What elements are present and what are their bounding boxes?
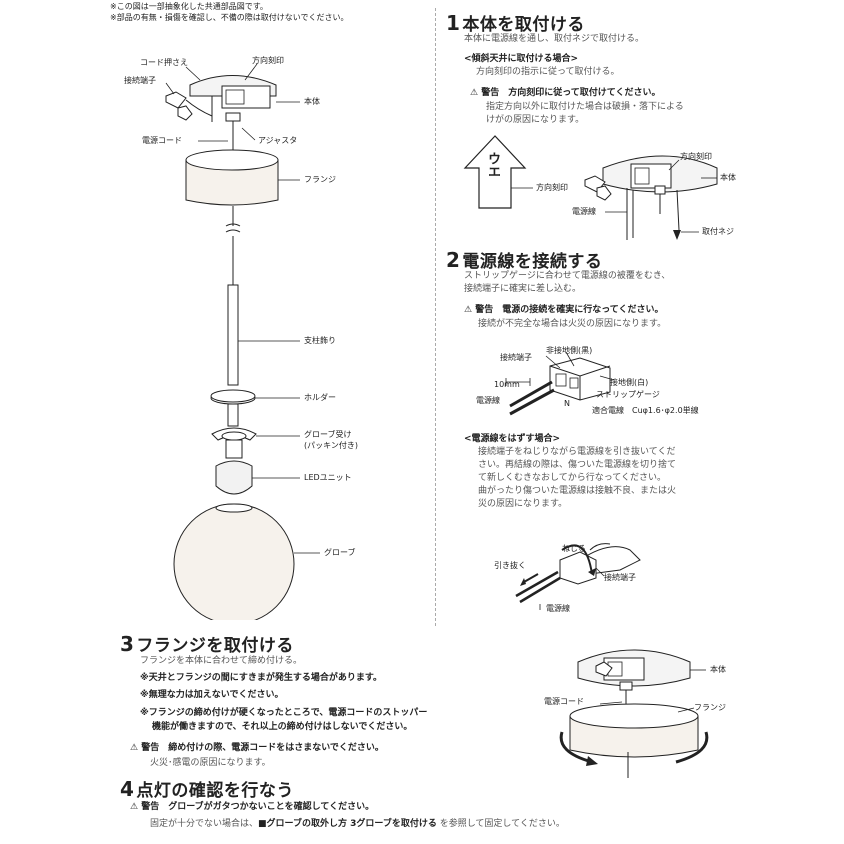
label-column-cover: 支柱飾り xyxy=(304,336,336,345)
step3-note-3a: ※フランジの締め付けが硬くなったところで、電源コードのストッパー xyxy=(140,708,428,718)
step1-label-screw: 取付ネジ xyxy=(702,227,734,236)
label-direction-mark: 方向刻印 xyxy=(252,56,284,65)
label-power-cord: 電源コード xyxy=(142,136,182,145)
warning-icon: ⚠ xyxy=(470,88,482,98)
warning-icon: ⚠ xyxy=(130,802,142,812)
step1-desc: 本体に電源線を通し、取付ネジで取付ける。 xyxy=(464,34,645,44)
step2-label-ground: 接地側(白) xyxy=(610,378,649,387)
label-globe-holder: グローブ受け xyxy=(304,430,352,439)
step3-warning-desc: 火災･感電の原因になります。 xyxy=(150,758,271,768)
step1-sub-heading: <傾斜天井に取付ける場合> xyxy=(464,54,579,64)
label-adjuster: アジャスタ xyxy=(258,136,298,145)
column-divider xyxy=(435,8,436,626)
step2-label-power-wire: 電源線 xyxy=(476,396,500,405)
step4-desc: 固定が十分でない場合は、■グローブの取外し方 3グローブを取付ける を参照して固… xyxy=(150,819,565,829)
step1-warning-desc-2: けがの原因になります。 xyxy=(486,115,585,125)
step2-label-terminal-2: 接続端子 xyxy=(604,573,636,582)
label-terminal: 接続端子 xyxy=(124,76,156,85)
step2-remove-figure xyxy=(515,543,641,610)
step2-remove-desc-4: 曲がったり傷ついた電源線は接触不良、または火 xyxy=(478,486,677,496)
step1-label-body: 本体 xyxy=(720,173,736,182)
note-line-2: ※部品の有無・損傷を確認し、不備の際は取付けないでください。 xyxy=(110,13,349,22)
label-led-unit: LEDユニット xyxy=(304,473,352,482)
step1-label-direction-mark-a: 方向刻印 xyxy=(536,183,568,192)
step2-wire-spec: 適合電線 Cuφ1.6･φ2.0単線 xyxy=(592,406,699,415)
step1-figure xyxy=(463,135,718,240)
step1-arrow-text: ウエ xyxy=(485,152,500,178)
step3-note-2: ※無理な力は加えないでください。 xyxy=(140,690,284,700)
step1-label-power-wire: 電源線 xyxy=(572,207,596,216)
step2-label-terminal: 接続端子 xyxy=(500,353,532,362)
step3-note-1: ※天井とフランジの間にすきまが発生する場合があります。 xyxy=(140,673,382,683)
note-line-1: ※この図は一部抽象化した共通部品図です。 xyxy=(110,2,268,11)
step1-label-direction-mark-b: 方向刻印 xyxy=(680,152,712,161)
step3-label-body: 本体 xyxy=(710,665,726,674)
step2-remove-desc-5: 災の原因になります。 xyxy=(478,499,568,509)
step1-warning: ⚠ 警告 方向刻印に従って取付けてください。 xyxy=(470,88,661,98)
step2-label-strip-gauge: ストリップゲージ xyxy=(596,390,660,399)
label-body: 本体 xyxy=(304,97,320,106)
label-cord-holder: コード押さえ xyxy=(140,58,188,67)
step1-sub-desc: 方向刻印の指示に従って取付ける。 xyxy=(476,67,620,77)
step3-label-power-cord: 電源コード xyxy=(544,697,584,706)
step2-warning-desc: 接続が不完全な場合は火災の原因になります。 xyxy=(478,319,667,329)
warning-icon: ⚠ xyxy=(464,305,476,315)
step2-remove-desc-1: 接続端子をねじりながら電源線を引き抜いてくだ xyxy=(478,447,676,457)
label-globe: グローブ xyxy=(324,548,356,557)
step2-label-n: N xyxy=(564,399,570,408)
step2-label-pull: 引き抜く xyxy=(494,561,526,570)
step3-label-flange: フランジ xyxy=(694,703,726,712)
step4-warning: ⚠ 警告 グローブがガタつかないことを確認してください。 xyxy=(130,802,375,812)
step3-note-3b: 機能が働きますので、それ以上の締め付けはしないでください。 xyxy=(152,722,413,732)
warning-icon: ⚠ xyxy=(130,743,142,753)
step2-remove-desc-3: て新しくむきなおしてから行なってください。 xyxy=(478,473,667,483)
step2-desc-2: 接続端子に確実に差し込む。 xyxy=(464,284,582,294)
pendant-diagram xyxy=(165,63,320,620)
step3-desc: フランジを本体に合わせて締め付ける。 xyxy=(140,656,303,666)
step2-warning: ⚠ 警告 電源の接続を確実に行なってください。 xyxy=(464,305,664,315)
step2-label-mm: 10mm xyxy=(494,380,520,389)
step1-warning-desc-1: 指定方向以外に取付けた場合は破損・落下による xyxy=(486,102,684,112)
step2-label-non-ground: 非接地側(黒) xyxy=(546,346,593,355)
step2-label-twist: ねじる xyxy=(562,544,586,553)
step3-warning: ⚠ 警告 締め付けの際、電源コードをはさまないでください。 xyxy=(130,743,384,753)
step2-terminal-figure xyxy=(505,351,615,416)
step2-remove-desc-2: さい。再結線の際は、傷ついた電源線を切り捨て xyxy=(478,460,677,470)
step2-remove-heading: <電源線をはずす場合> xyxy=(464,434,561,444)
label-globe-holder-sub: (パッキン付き) xyxy=(304,441,359,450)
label-holder: ホルダー xyxy=(304,393,336,402)
step2-label-power-wire-2: 電源線 xyxy=(546,604,570,613)
step2-desc-1: ストリップゲージに合わせて電源線の被覆をむき、 xyxy=(464,271,671,281)
label-flange: フランジ xyxy=(304,175,336,184)
step3-figure xyxy=(559,649,709,778)
